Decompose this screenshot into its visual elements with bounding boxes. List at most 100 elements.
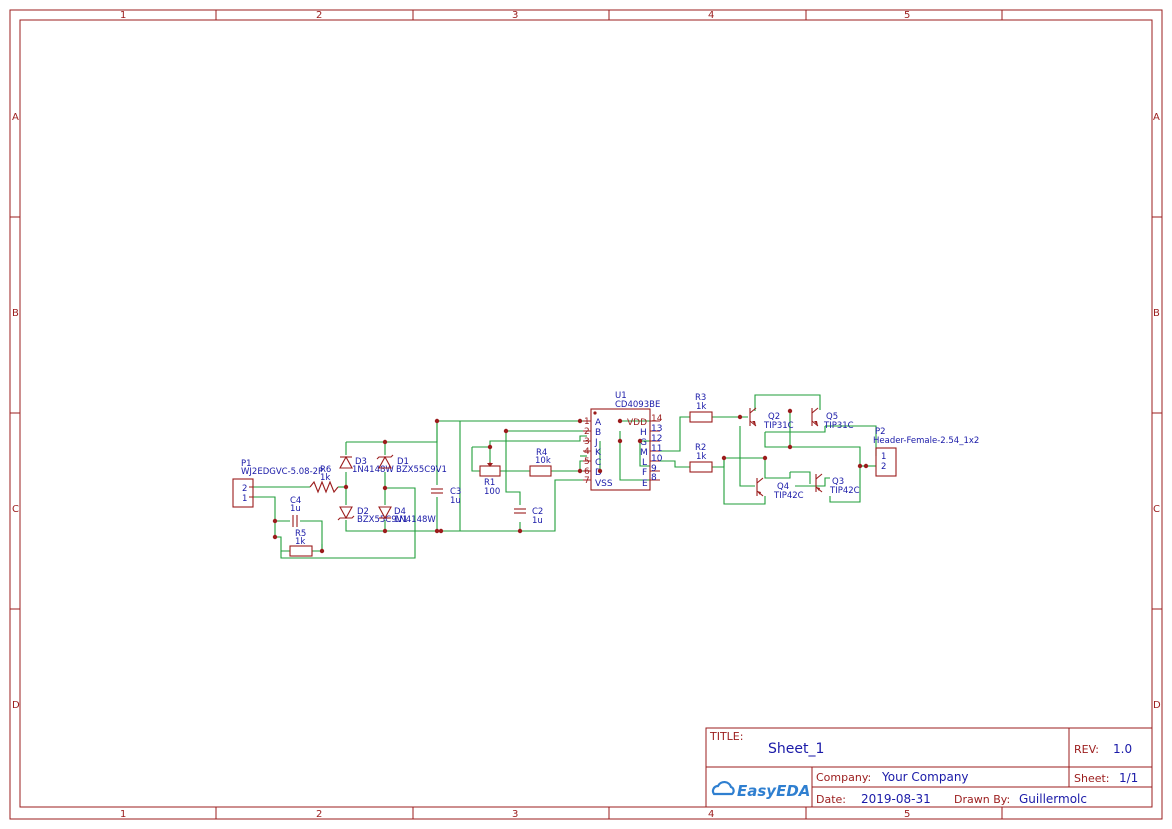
header-p2[interactable]: P2 Header-Female-2.54_1x2 1 2 [873,427,979,477]
q4-ref: Q4 [777,482,789,492]
resistor-r1[interactable]: R1 100 [479,462,501,497]
ic-u1[interactable]: U1 CD4093BE 1 2 3 4 5 6 7 A B J K C D VS… [583,391,663,491]
u1-pin-3-num: 3 [584,437,590,447]
rev-label: REV: [1074,743,1099,756]
r3-ref: R3 [695,393,706,403]
p2-ref: P2 [875,427,886,437]
q5-ref: Q5 [826,412,838,422]
p2-pin-1: 1 [881,452,886,462]
u1-pin-9-num: 9 [651,464,657,474]
row-label-left-b: B [12,308,19,319]
transistor-q3[interactable]: Q3 TIP42C [815,473,860,496]
resistor-r3[interactable]: R3 1k [689,393,713,423]
u1-pin-2-name: B [595,428,601,438]
resistor-r5[interactable]: R5 1k [289,529,313,557]
u1-pin-6-name: D [595,468,602,478]
c2-ref: C2 [532,507,543,517]
company-label: Company: [816,771,871,784]
d4-ref: D4 [394,507,406,517]
u1-value: CD4093BE [615,400,660,410]
zener-d1[interactable]: D1 BZX55C9V1 [376,454,447,475]
col-label-top-2: 2 [316,10,322,21]
u1-pin-11-name: M [640,448,648,458]
resistor-r4[interactable]: R4 10k [529,448,552,477]
row-label-right-b: B [1153,308,1160,319]
c3-ref: C3 [450,487,461,497]
d3-value: 1N4148W [352,465,394,475]
wires [253,394,877,559]
transistor-q4[interactable]: Q4 TIP42C [756,477,804,501]
u1-ref: U1 [615,391,627,401]
capacitor-c4[interactable]: C4 1u [290,496,301,527]
q3-ref: Q3 [832,477,844,487]
col-label-bottom-2: 2 [316,809,322,820]
q2-ref: Q2 [768,412,780,422]
diode-d3[interactable]: D3 1N4148W [339,455,394,475]
title-label: TITLE: [709,730,743,743]
row-label-right-a: A [1153,112,1160,123]
sheet-border: 1 2 3 4 5 1 2 3 4 5 A B C D A B C D [9,9,1163,820]
capacitor-c3[interactable]: C3 1u [431,487,461,506]
u1-pin-11-num: 11 [651,444,662,454]
cloud-icon [711,780,735,796]
date-label: Date: [816,793,846,806]
drawn-by-value: Guillermolc [1019,792,1087,806]
row-label-left-d: D [12,700,20,711]
row-label-right-c: C [1153,504,1160,515]
r4-value: 10k [535,456,551,466]
u1-pin-4-num: 4 [584,447,590,457]
connector-p1[interactable]: P1 WJ2EDGVC-5.08-2P 2 1 [232,459,323,508]
q4-value: TIP42C [773,491,804,501]
rev-value: 1.0 [1113,742,1132,756]
r6-value: 1k [320,473,330,483]
col-label-top-5: 5 [904,10,910,21]
d3-ref: D3 [355,457,367,467]
q3-value: TIP42C [829,486,860,496]
col-label-bottom-3: 3 [512,809,518,820]
junctions [272,408,869,554]
u1-pin-14-num: 14 [651,414,663,424]
resistor-r2[interactable]: R2 1k [689,443,713,473]
u1-pin-6-num: 6 [584,467,590,477]
u1-pin-3-name: J [594,438,598,448]
r1-ref: R1 [484,478,495,488]
r2-ref: R2 [695,443,706,453]
d2-value: BZX55C9V1 [357,515,408,525]
col-label-top-4: 4 [708,10,714,21]
title-block: TITLE: Sheet_1 REV: 1.0 Company: Your Co… [705,727,1153,808]
p2-pin-2: 2 [881,462,886,472]
drawn-by-label: Drawn By: [954,793,1010,806]
col-label-top-1: 1 [120,10,126,21]
company-value: Your Company [881,770,969,784]
zener-d2[interactable]: D2 BZX55C9V1 [337,506,408,525]
row-label-left-c: C [12,504,19,515]
col-label-bottom-4: 4 [708,809,714,820]
u1-pin-8-name: E [642,479,648,489]
p1-ref: P1 [241,459,252,469]
sheet-value: 1/1 [1119,771,1138,785]
r4-ref: R4 [536,448,547,458]
c3-value: 1u [450,496,461,506]
r5-value: 1k [295,537,305,547]
capacitor-c2[interactable]: C2 1u [514,507,543,526]
transistor-q2[interactable]: Q2 TIP31C [749,407,794,431]
col-label-bottom-5: 5 [904,809,910,820]
d4-value: 1N4148W [394,515,436,525]
transistor-q5[interactable]: Q5 TIP31C [811,407,854,431]
d1-ref: D1 [397,457,409,467]
u1-pin-2-num: 2 [584,427,590,437]
col-label-bottom-1: 1 [120,809,126,820]
sheet-title: Sheet_1 [768,741,824,757]
easyeda-logo-text: EasyEDA [737,782,810,800]
resistor-r6[interactable]: R6 1k [309,465,339,494]
p1-value: WJ2EDGVC-5.08-2P [241,467,323,477]
u1-pin-4-name: K [595,448,602,458]
sheet-label: Sheet: [1074,772,1110,785]
u1-pin-14-name: VDD [627,418,647,428]
diode-d4[interactable]: D4 1N4148W [378,506,436,525]
r5-ref: R5 [295,529,306,539]
r3-value: 1k [696,402,706,412]
q5-value: TIP31C [823,421,854,431]
u1-pin-1-num: 1 [584,417,590,427]
